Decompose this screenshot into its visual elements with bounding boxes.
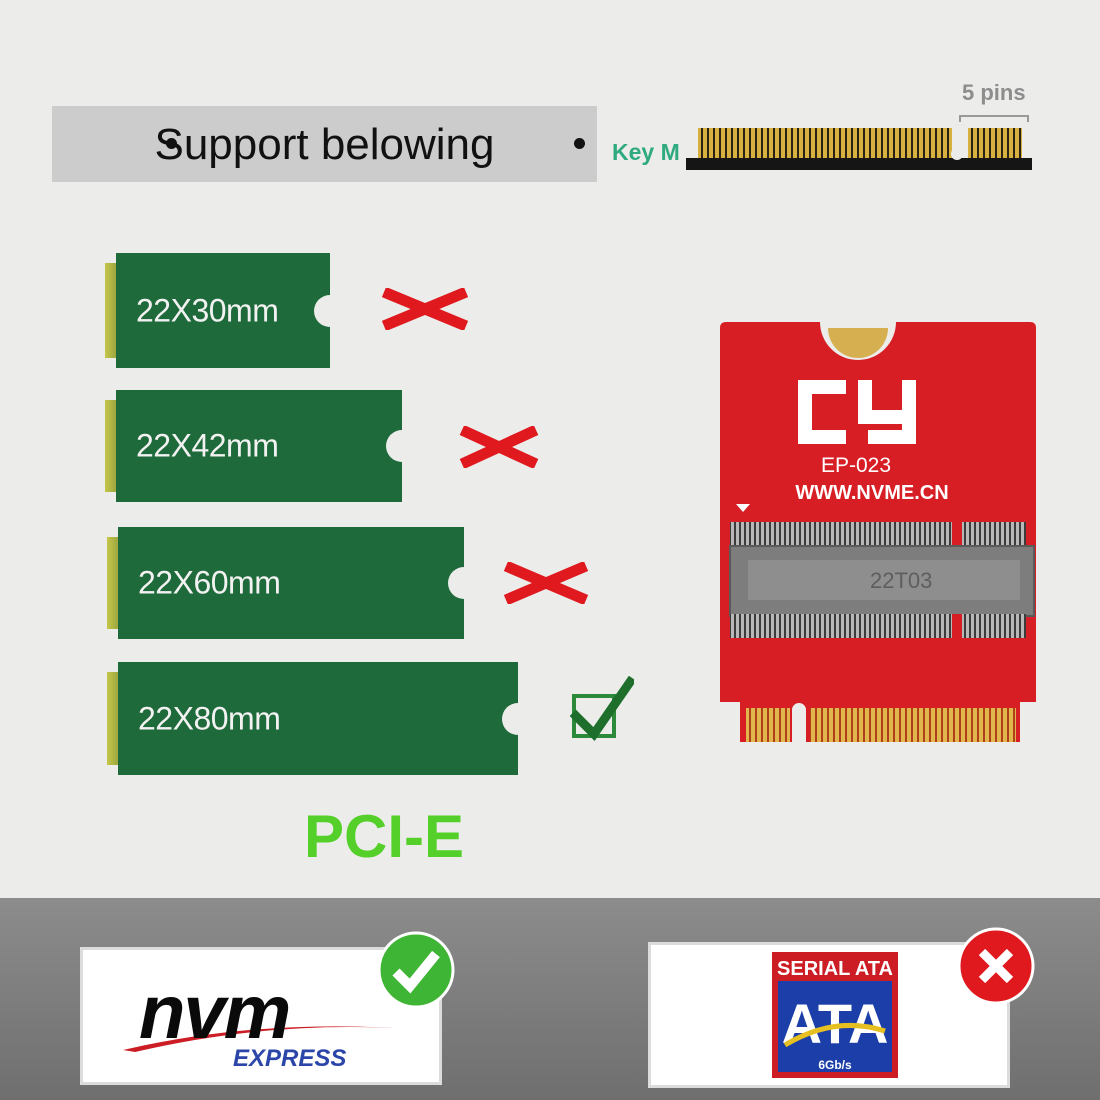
ssd-2242: 22X42mm	[105, 390, 418, 502]
sata-ata-text: ATA	[782, 992, 889, 1055]
mounting-notch	[502, 702, 534, 735]
bullet-left	[166, 138, 177, 149]
interface-label: PCI-E	[304, 803, 465, 870]
mounting-notch	[448, 567, 480, 599]
slot-marking: 22T03	[870, 568, 932, 593]
adapter-board: EP-023 WWW.NVME.CN 22T03	[720, 322, 1036, 742]
mounting-notch	[386, 430, 418, 462]
banner-title: Support belowing	[154, 120, 495, 169]
gold-contacts	[105, 263, 116, 358]
mounting-notch	[314, 294, 346, 327]
sata-speed: 6Gb/s	[818, 1058, 852, 1072]
unsupported-x-icon	[381, 288, 469, 330]
unsupported-x-icon	[503, 562, 589, 604]
ssd-2260: 22X60mm	[107, 527, 480, 639]
unsupported-x-icon	[459, 426, 539, 468]
nvme-subtitle: EXPRESS	[233, 1045, 346, 1072]
nvme-wordmark: nvm	[139, 970, 289, 1055]
ssd-2280: 22X80mm	[107, 662, 534, 775]
bullet-right	[574, 138, 585, 149]
ssd-size-label: 22X30mm	[136, 292, 279, 328]
adapter-model: EP-023	[821, 454, 891, 477]
key-m-label: Key M	[612, 139, 680, 165]
key-m-connector-diagram	[686, 115, 1032, 170]
gold-contacts	[105, 400, 116, 492]
unsupported-x-icon	[957, 927, 1035, 1005]
supported-check-icon	[377, 931, 455, 1009]
gold-contacts	[107, 537, 118, 629]
adapter-url: WWW.NVME.CN	[795, 482, 948, 504]
support-banner: Support belowing	[52, 106, 597, 182]
ssd-size-label: 22X60mm	[138, 564, 281, 601]
ssd-size-label: 22X42mm	[136, 427, 279, 464]
sata-logo: SERIAL ATA ATA 6Gb/s	[772, 952, 898, 1078]
ssd-2230: 22X30mm	[105, 253, 346, 368]
sata-wordmark: SERIAL ATA	[777, 958, 893, 980]
pins-label: 5 pins	[962, 80, 1026, 105]
nvme-logo-card: nvm EXPRESS	[80, 947, 442, 1085]
nvme-logo: nvm EXPRESS	[123, 970, 393, 1072]
sata-logo-card: SERIAL ATA ATA 6Gb/s	[648, 942, 1010, 1088]
supported-check-icon	[570, 676, 634, 741]
ssd-size-label: 22X80mm	[138, 700, 281, 736]
gold-contacts	[107, 672, 118, 765]
